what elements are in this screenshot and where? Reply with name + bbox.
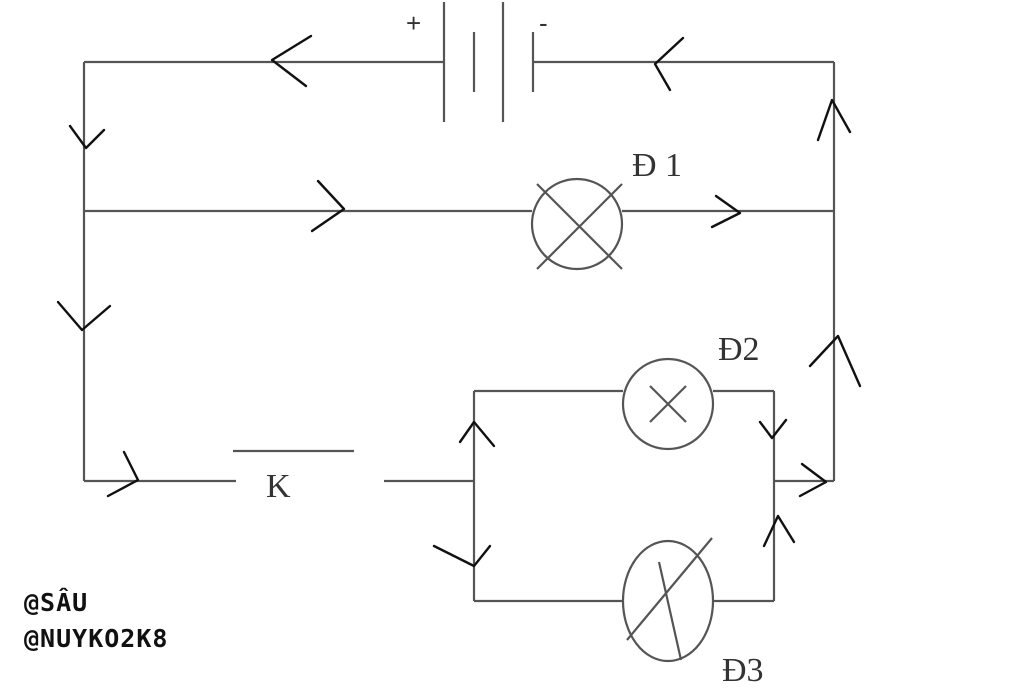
current-arrows <box>56 34 862 568</box>
arrow-block-left-up <box>458 420 496 448</box>
switch-k: K <box>233 449 354 505</box>
lamp-d2-label: Đ2 <box>718 331 760 368</box>
arrow-right-upper <box>816 98 852 142</box>
lamp-d3: Đ3 <box>621 537 764 689</box>
lamp-d1: Đ 1 <box>530 147 682 271</box>
arrow-left-lower <box>56 300 112 332</box>
lamp-d3-cross-a <box>626 537 713 641</box>
watermark-line2: @NUYKO2K8 <box>24 624 169 653</box>
arrow-block-left-down <box>432 544 492 568</box>
battery-minus-label: - <box>539 8 548 38</box>
arrow-top-right <box>653 36 685 92</box>
lamp-d3-cross-b <box>657 561 683 661</box>
lamp-d2: Đ2 <box>621 331 760 451</box>
arrow-bottom-left <box>106 450 140 498</box>
arrow-top-left <box>270 34 313 88</box>
switch-label: K <box>266 468 291 505</box>
arrow-d1-left <box>310 179 346 233</box>
lamp-d3-label: Đ3 <box>722 652 764 689</box>
arrow-block-out <box>798 462 828 498</box>
wires <box>82 60 836 603</box>
battery-plus-label: + <box>406 8 421 38</box>
arrow-block-right-down <box>758 418 788 440</box>
arrow-block-right-up <box>762 514 796 548</box>
lamp-d1-cross-b <box>536 183 623 270</box>
lamp-d3-ellipse <box>621 539 715 663</box>
lamp-d1-label: Đ 1 <box>632 147 682 184</box>
lamp-d2-circle <box>621 357 715 451</box>
battery: + - <box>406 2 548 122</box>
arrow-left-upper <box>68 124 106 150</box>
arrow-d1-right <box>710 194 742 229</box>
watermark-line1: @SÂU <box>24 588 89 617</box>
arrow-right-lower <box>808 334 862 388</box>
lamp-d1-circle <box>530 177 624 271</box>
lamp-d2-cross-b <box>649 385 687 423</box>
